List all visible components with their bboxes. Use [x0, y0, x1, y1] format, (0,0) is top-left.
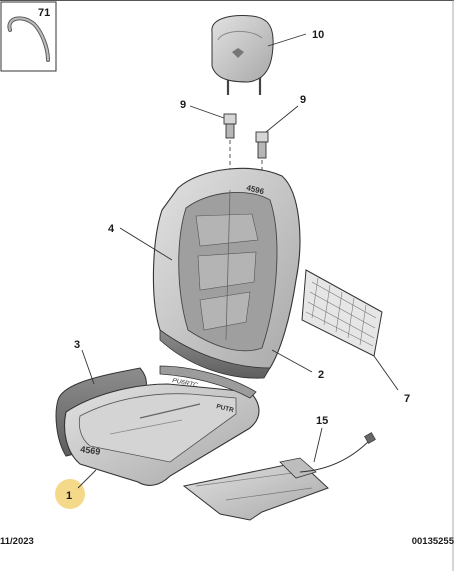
callout-4: 4 — [108, 223, 115, 235]
leader-10 — [267, 33, 307, 47]
leader-7 — [373, 355, 399, 391]
callout-highlight-circle — [55, 479, 85, 509]
leader-1 — [77, 469, 97, 489]
callout-15: 15 — [316, 415, 328, 427]
cushion-mark-b: PUTR — [216, 403, 235, 414]
leader-3 — [81, 349, 95, 385]
callout-3: 3 — [74, 339, 80, 351]
leader-9-left — [189, 105, 225, 119]
headrest: 10 — [211, 15, 324, 95]
footer-date: 11/2023 — [0, 536, 34, 547]
callout-71: 71 — [38, 7, 50, 19]
inset-box-71: 71 — [0, 1, 57, 72]
cushion-stamp: 4569 — [80, 444, 101, 457]
callout-2: 2 — [318, 369, 324, 381]
seat-cushion: PU6RTC PUTR 4569 1 — [55, 365, 260, 509]
callout-9-right: 9 — [300, 94, 306, 106]
callout-1: 1 — [66, 490, 72, 502]
leader-9-right — [265, 105, 299, 133]
heating-mat: 15 — [182, 415, 376, 521]
callout-9-left: 9 — [180, 99, 186, 111]
net-pocket: 7 — [301, 269, 410, 405]
leader-4 — [119, 227, 173, 261]
callout-10: 10 — [312, 29, 324, 41]
leader-15 — [313, 427, 323, 463]
backrest-stamp: 4596 — [246, 183, 266, 196]
backrest: 4596 4 2 — [108, 167, 324, 381]
leader-2 — [271, 349, 313, 373]
callout-7: 7 — [404, 393, 410, 405]
footer-reference: 00135255 — [411, 536, 454, 547]
